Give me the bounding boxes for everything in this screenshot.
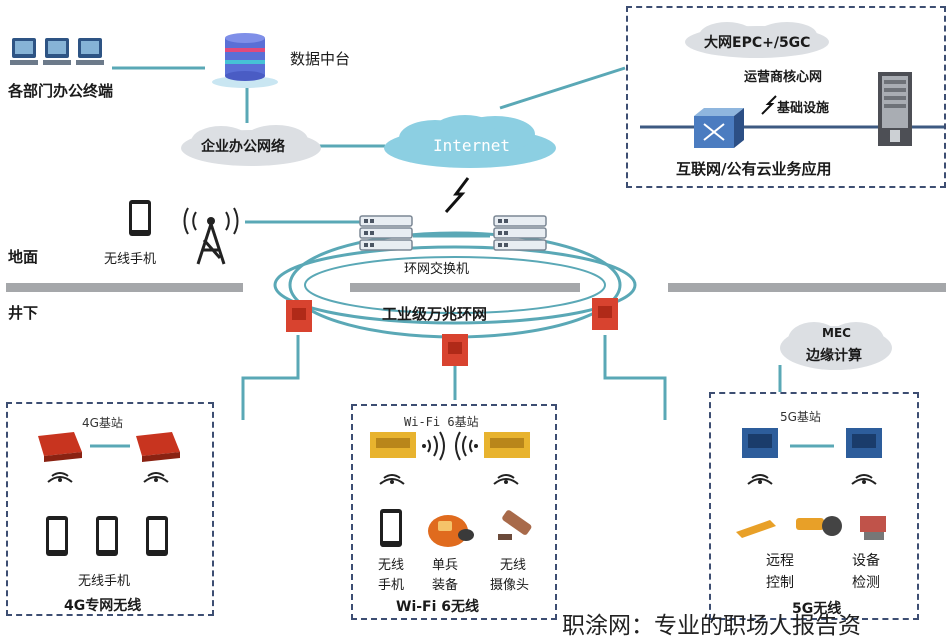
wifi-item3-line2: 摄像头: [490, 578, 530, 593]
edge-computing-label: 边缘计算: [806, 348, 862, 364]
box-4g: [6, 402, 214, 616]
connection-lines: [112, 66, 946, 420]
ring-node-right-icon: [592, 298, 618, 330]
ring-network-label: 工业级万兆环网: [382, 305, 488, 323]
4g-station-label: 4G基站: [82, 416, 123, 430]
mec-label: MEC: [822, 326, 851, 340]
5g-item2-line2: 检测: [852, 575, 880, 591]
infrastructure-label: 基础设施: [777, 101, 830, 116]
remote-machinery-icons: [736, 516, 886, 540]
cloud-box-title: 互联网/公有云业务应用: [676, 160, 832, 178]
wifi-item1-line2: 手机: [378, 578, 405, 593]
wifi-phone-icon: [380, 509, 402, 547]
5g-station-label: 5G基站: [780, 410, 821, 424]
5g-base-stations: [742, 428, 882, 485]
box-wifi6: [351, 404, 557, 620]
5g-item2-line1: 设备: [852, 553, 880, 569]
infra-bolt-icon: [761, 95, 777, 115]
wifi-item3-line1: 无线: [500, 558, 527, 573]
ring-switch-right-icon: [493, 215, 547, 251]
database-icon: [212, 33, 278, 88]
office-network-label: 企业办公网络: [201, 139, 285, 155]
server-rack-icon: [878, 72, 912, 146]
ground-bar-left: [6, 283, 243, 292]
core-network-label: 运营商核心网: [744, 70, 823, 85]
wifi-item2-line2: 装备: [432, 578, 459, 593]
wifi-station-label: Wi-Fi 6基站: [404, 415, 479, 429]
antenna-tower-icon: [183, 207, 239, 265]
core-switch-icon: [694, 108, 744, 148]
wireless-bolt-icon: [444, 177, 470, 213]
underground-label: 井下: [8, 304, 39, 322]
wireless-camera-icon: [498, 510, 532, 540]
watermark-caption: 职涂网：专业的职场人报告资: [562, 613, 861, 639]
4g-base-stations: [38, 432, 180, 483]
wifi-box-title: Wi-Fi 6无线: [396, 599, 480, 615]
5g-item1-line2: 控制: [766, 575, 794, 591]
phone-icon: [129, 200, 151, 236]
internet-label: Internet: [433, 136, 511, 155]
ring-switch-label: 环网交换机: [404, 262, 470, 277]
cloud-services-box: [626, 6, 946, 188]
5g-item1-line1: 远程: [766, 553, 794, 569]
ring-node-center-icon: [442, 334, 468, 366]
4g-phones-icon: [46, 516, 168, 556]
ground-bar-middle: [350, 283, 580, 292]
terminals-label: 各部门办公终端: [8, 82, 114, 100]
ground-label: 地面: [8, 248, 39, 266]
wifi-item2-line1: 单兵: [432, 558, 459, 573]
5g-box-title: 5G无线: [792, 601, 842, 617]
4g-box-title: 4G专网无线: [64, 598, 142, 614]
data-platform-label: 数据中台: [290, 50, 351, 68]
epc-label: 大网EPC+/5GC: [704, 35, 811, 51]
epc-cloud: [685, 22, 829, 58]
ring-node-left-icon: [286, 300, 312, 332]
office-network-cloud: [181, 125, 321, 166]
mec-cloud: [780, 322, 892, 370]
ground-bar-right: [668, 283, 946, 292]
internet-cloud: [384, 115, 556, 168]
ring-switch-left-icon: [359, 215, 413, 251]
box-5g: [709, 392, 919, 620]
surface-phone-label: 无线手机: [104, 252, 157, 267]
soldier-equipment-icon: [428, 515, 474, 547]
terminals-icon: [10, 38, 104, 65]
4g-phone-label: 无线手机: [78, 574, 131, 589]
wifi-item1-line1: 无线: [378, 558, 405, 573]
wifi-base-stations: [370, 431, 530, 485]
